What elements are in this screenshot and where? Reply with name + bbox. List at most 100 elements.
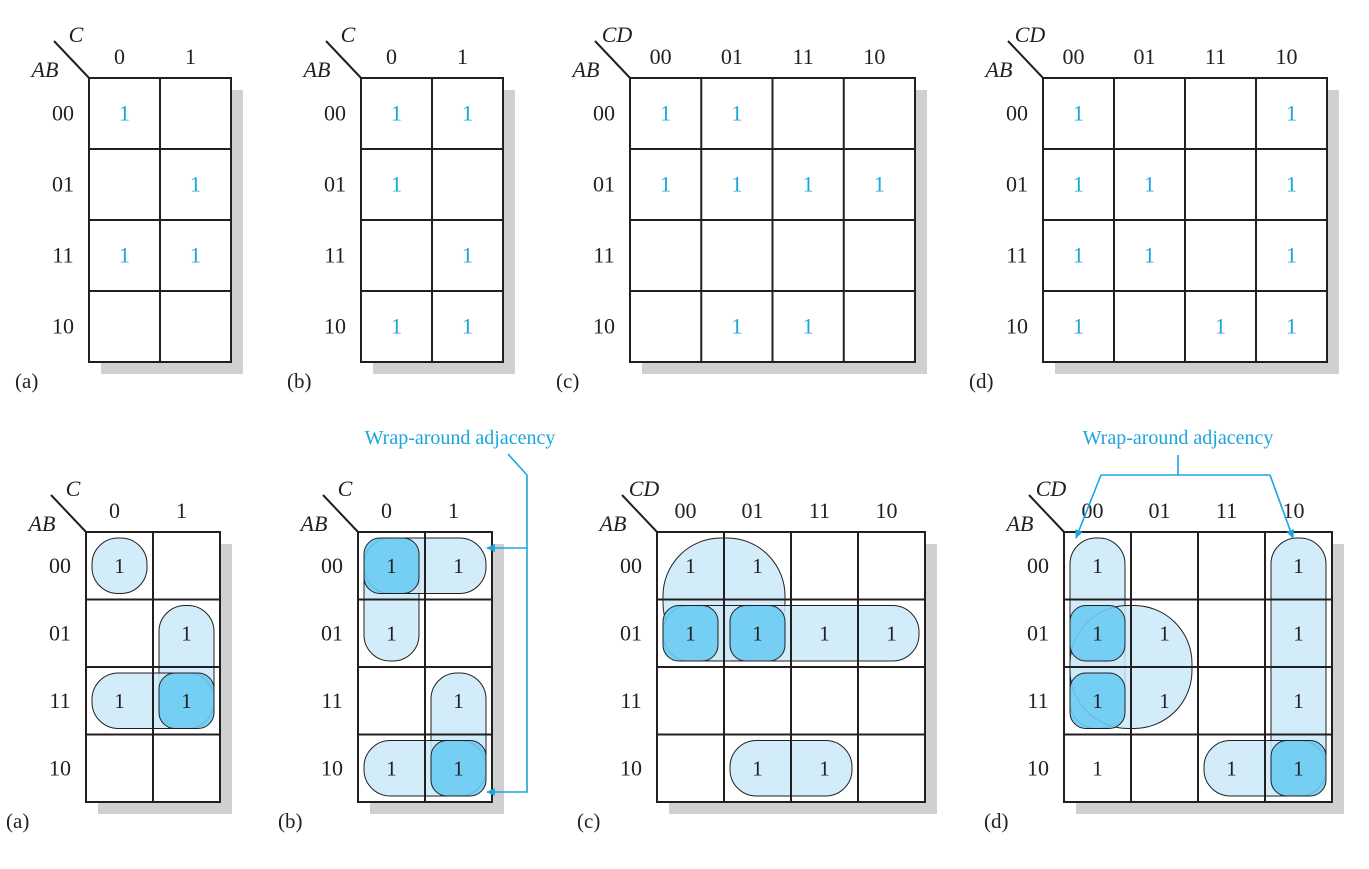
- kmap-cell-one: 1: [731, 101, 742, 126]
- kmap-cell-one: 1: [1286, 172, 1297, 197]
- kmap-caption: (d): [969, 369, 994, 393]
- kmap-corner-diagonal: [325, 40, 363, 80]
- kmap-cell-one: 1: [803, 314, 814, 339]
- kmap-col-label: 10: [876, 498, 898, 523]
- kmap-cell-one: 1: [1073, 314, 1084, 339]
- kmap-row-label: 10: [321, 755, 343, 780]
- kmap-row-label: 11: [620, 688, 641, 713]
- kmap-col-label: 0: [109, 498, 120, 523]
- kmap-col-label: 01: [1149, 498, 1171, 523]
- kmap-col-label: 00: [675, 498, 697, 523]
- kmap-row-label: 01: [620, 620, 642, 645]
- kmap-cell-one: 1: [462, 101, 473, 126]
- kmap-col-label: 11: [809, 498, 830, 523]
- kmap-col-variable: CD: [1015, 22, 1046, 47]
- kmap-cell-one: 1: [453, 689, 464, 713]
- kmap-cell-one: 1: [1092, 554, 1103, 578]
- kmap-row-label: 10: [620, 755, 642, 780]
- kmap-cell-one: 1: [752, 554, 763, 578]
- kmap-row-label: 11: [1006, 243, 1027, 268]
- kmap-cell-one: 1: [119, 101, 130, 126]
- kmap-row-variable: AB: [984, 57, 1013, 82]
- kmap-col-label: 01: [742, 498, 764, 523]
- kmap-cell-one: 1: [1293, 621, 1304, 645]
- kmap-cell-one: 1: [752, 756, 763, 780]
- kmap-row-label: 10: [593, 314, 615, 339]
- kmap-cell-one: 1: [874, 172, 885, 197]
- kmap-row-label: 01: [49, 620, 71, 645]
- kmap-cell-one: 1: [1159, 689, 1170, 713]
- kmap-row-variable: AB: [1005, 511, 1034, 536]
- kmap-corner-diagonal: [1007, 40, 1045, 80]
- kmap-cell-one: 1: [1286, 101, 1297, 126]
- kmap-cell-one: 1: [453, 554, 464, 578]
- kmap-group-overlap: [729, 605, 786, 662]
- kmap-cell-one: 1: [190, 243, 201, 268]
- kmap-cell-one: 1: [453, 756, 464, 780]
- kmap-row-variable: AB: [598, 511, 627, 536]
- kmap-cell-one: 1: [819, 621, 830, 645]
- kmap-cell-one: 1: [1286, 314, 1297, 339]
- kmap-border: [85, 531, 221, 803]
- kmap-col-label: 0: [114, 44, 125, 69]
- kmap-caption: (c): [577, 809, 600, 833]
- kmap-row-label: 00: [1006, 101, 1028, 126]
- kmap-cell-one: 1: [1092, 756, 1103, 780]
- kmap-cell-one: 1: [1293, 756, 1304, 780]
- kmap-group-overlap: [662, 605, 719, 662]
- kmap-border: [88, 77, 232, 363]
- kmap-cell-one: 1: [386, 756, 397, 780]
- kmap-border: [629, 77, 916, 363]
- kmap-cell-one: 1: [386, 621, 397, 645]
- wrap-around-arrow: [1269, 474, 1295, 539]
- kmap-row-label: 00: [324, 101, 346, 126]
- wrap-around-annotation-d: Wrap-around adjacency: [1075, 427, 1295, 539]
- kmap-col-label: 11: [1205, 44, 1226, 69]
- kmap-group-overlap: [1069, 672, 1126, 729]
- kmap-cell-one: 1: [391, 314, 402, 339]
- wrap-around-arrow: [1075, 474, 1102, 539]
- kmap-col-variable: C: [338, 476, 353, 501]
- wrap-around-label: Wrap-around adjacency: [1083, 427, 1274, 449]
- kmap-cell-one: 1: [391, 101, 402, 126]
- kmap-row-label: 11: [52, 243, 73, 268]
- wrap-around-arrow: [486, 453, 528, 796]
- kmap-cell-one: 1: [803, 172, 814, 197]
- kmap-cell-one: 1: [114, 554, 125, 578]
- kmap-row-label: 01: [52, 172, 74, 197]
- kmap-caption: (c): [556, 369, 579, 393]
- kmap-row-variable: AB: [27, 511, 56, 536]
- kmap-cell-one: 1: [119, 243, 130, 268]
- kmap-col-label: 1: [457, 44, 468, 69]
- kmap-cell-one: 1: [114, 689, 125, 713]
- kmap-cell-one: 1: [819, 756, 830, 780]
- kmap-col-label: 0: [386, 44, 397, 69]
- kmap-cell-one: 1: [1092, 689, 1103, 713]
- kmap-row-label: 10: [1027, 755, 1049, 780]
- kmap-col-label: 1: [448, 498, 459, 523]
- kmap-cell-one: 1: [190, 172, 201, 197]
- kmap-caption: (a): [15, 369, 38, 393]
- kmap-border: [1063, 531, 1333, 803]
- kmap-border: [1042, 77, 1328, 363]
- kmap-cell-one: 1: [1073, 172, 1084, 197]
- kmap-cell-one: 1: [1073, 101, 1084, 126]
- kmap-row-label: 11: [321, 688, 342, 713]
- kmap-row-label: 11: [593, 243, 614, 268]
- kmap-group-loop: [91, 537, 148, 594]
- kmap-cell-one: 1: [731, 314, 742, 339]
- kmap-cell-one: 1: [181, 621, 192, 645]
- kmap-col-label: 11: [793, 44, 814, 69]
- kmap-group-overlap: [1069, 605, 1126, 662]
- kmap-col-variable: C: [69, 22, 84, 47]
- kmap-col-label: 0: [381, 498, 392, 523]
- kmap-col-label: 11: [1216, 498, 1237, 523]
- kmap-col-label: 00: [650, 44, 672, 69]
